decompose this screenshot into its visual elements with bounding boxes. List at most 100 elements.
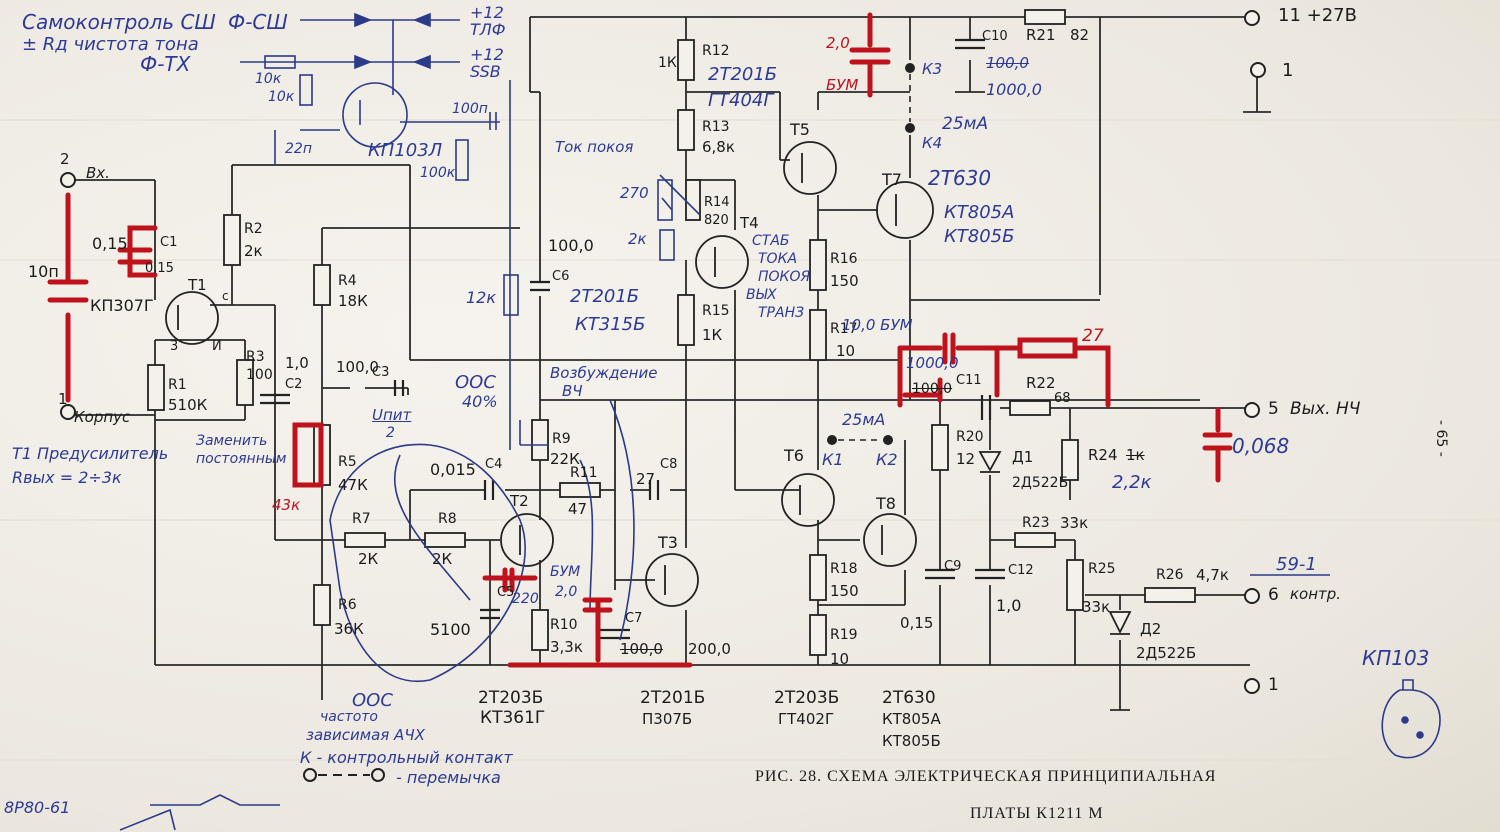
capacitors bbox=[260, 38, 1005, 640]
c5-value: 5100 bbox=[430, 620, 471, 639]
r24-label: R24 bbox=[1088, 446, 1118, 464]
c7-2-note: 2,0 bbox=[555, 584, 578, 600]
t6-type-2: ГТ402Г bbox=[778, 710, 835, 728]
t3-type-1: 2Т201Б bbox=[640, 688, 706, 708]
r8-label: R8 bbox=[438, 511, 457, 527]
note-10k-b: 10к bbox=[268, 89, 295, 105]
terminal-1-top bbox=[1250, 62, 1266, 78]
c7-label: C7 bbox=[625, 611, 643, 626]
bum-cap-value: 2,0 bbox=[826, 34, 850, 52]
t1-pin-3: 3 bbox=[170, 339, 179, 354]
terminal-ground-left bbox=[60, 404, 76, 420]
c3-label: C3 bbox=[372, 365, 390, 380]
c5-label: C5 bbox=[497, 585, 515, 600]
resistors bbox=[147, 9, 1196, 656]
note-freq-nfb: ООС bbox=[352, 690, 393, 711]
r3-value: 100 bbox=[246, 367, 273, 383]
r14-label: R14 bbox=[704, 195, 730, 210]
r20-value: 12 bbox=[956, 450, 976, 468]
r9-value: 22К bbox=[550, 450, 580, 468]
r12-label: R12 bbox=[702, 43, 730, 59]
r5-label: R5 bbox=[338, 454, 357, 470]
r23-label: R23 bbox=[1022, 515, 1050, 531]
r16-label: R16 bbox=[830, 251, 858, 267]
terminal-control bbox=[1244, 588, 1260, 604]
terminal-input-number: 2 bbox=[60, 150, 70, 168]
r18-label: R18 bbox=[830, 561, 858, 577]
c6-series-resistor: 12к bbox=[466, 288, 497, 307]
c11-new-value-2: 1000,0 bbox=[906, 354, 959, 372]
d1-label: Д1 bbox=[1012, 448, 1034, 466]
terminal-power bbox=[1244, 10, 1260, 26]
c11-value: 100,0 bbox=[912, 381, 953, 397]
r1-value: 510К bbox=[168, 396, 208, 414]
c8-label: C8 bbox=[660, 457, 678, 472]
r25-label: R25 bbox=[1088, 561, 1116, 577]
r17-label: R17 bbox=[830, 321, 858, 337]
c10-label: C10 bbox=[982, 29, 1008, 44]
t1-pin-i: И bbox=[212, 339, 222, 354]
t5-label: T5 bbox=[790, 120, 810, 139]
note-excitation-hf: ВЧ bbox=[562, 382, 583, 400]
r2-label: R2 bbox=[244, 221, 263, 237]
r18-value: 150 bbox=[830, 582, 859, 600]
r12-value: 1К bbox=[658, 55, 677, 71]
c2-label: C2 bbox=[285, 377, 303, 392]
transistors bbox=[165, 141, 934, 607]
t7-type-2: КТ805А bbox=[944, 202, 1015, 223]
t2-type-1: 2Т203Б bbox=[478, 688, 544, 708]
c12-value: 1,0 bbox=[996, 596, 1022, 615]
c6-label: C6 bbox=[552, 269, 570, 284]
t8-label: T8 bbox=[876, 494, 896, 513]
t4-note-1: СТАБ bbox=[752, 233, 790, 249]
note-100p: 100п bbox=[452, 101, 488, 117]
c7-value: 100,0 bbox=[620, 640, 663, 658]
r9-label: R9 bbox=[552, 431, 571, 447]
note-nfb: ООС bbox=[455, 372, 496, 393]
note-t1-preamp: T1 Предусилитель bbox=[12, 444, 169, 463]
note-100k: 100к bbox=[420, 165, 456, 181]
note-kp103: КП103 bbox=[1362, 646, 1430, 670]
t1-pin-c: c bbox=[222, 289, 229, 303]
note-rout: Rвых = 2÷3к bbox=[12, 468, 122, 487]
t6-type-1: 2Т203Б bbox=[774, 688, 840, 708]
c2-value: 1,0 bbox=[285, 354, 309, 372]
r10-value: 3,3к bbox=[550, 638, 583, 656]
terminal-control-label: контр. bbox=[1290, 585, 1342, 603]
r17-value: 10 bbox=[836, 342, 856, 360]
control-note: 59-1 bbox=[1276, 554, 1317, 575]
legend-jumper-text: - перемычка bbox=[396, 768, 501, 787]
c11-label: C11 bbox=[956, 373, 982, 388]
terminal-ground-right-number: 1 bbox=[1268, 675, 1279, 695]
note-excitation: Возбуждение bbox=[550, 364, 658, 382]
r19-value: 10 bbox=[830, 650, 850, 668]
note-upit-2: 2 bbox=[386, 425, 395, 441]
r8-value: 2К bbox=[432, 550, 453, 568]
r3-label: R3 bbox=[246, 349, 265, 365]
input-cap-value: 10п bbox=[28, 262, 59, 281]
terminal-output-label: Вых. НЧ bbox=[1290, 399, 1361, 419]
terminal-input bbox=[60, 172, 76, 188]
r13-label: R13 bbox=[702, 119, 730, 135]
r6-value: 36К bbox=[334, 620, 364, 638]
t3-type-2: П307Б bbox=[642, 710, 693, 728]
note-samokontrol: Самоконтроль СШ bbox=[22, 10, 216, 34]
r10-label: R10 bbox=[550, 617, 578, 633]
t4-note-5: ТРАНЗ bbox=[758, 305, 805, 321]
k1-label: К1 bbox=[822, 450, 844, 469]
c6-value: 100,0 bbox=[548, 236, 594, 255]
note-replace-2: постоянным bbox=[196, 451, 287, 467]
legend-jumper bbox=[303, 768, 385, 782]
note-nfb-percent: 40% bbox=[462, 392, 498, 411]
t2-type-2: КТ361Г bbox=[480, 708, 546, 728]
note-freq-nfb-2: частото bbox=[320, 709, 378, 725]
r5-value: 47К bbox=[338, 476, 368, 494]
r4-value: 18К bbox=[338, 292, 368, 310]
input-fet-type: КП307Г bbox=[90, 296, 154, 315]
r1-label: R1 bbox=[168, 377, 187, 393]
r15-label: R15 bbox=[702, 303, 730, 319]
t7-type-1: 2Т630 bbox=[928, 166, 992, 190]
t5-type-1: 2Т201Б bbox=[708, 64, 778, 85]
k2-label: К2 bbox=[876, 450, 898, 469]
